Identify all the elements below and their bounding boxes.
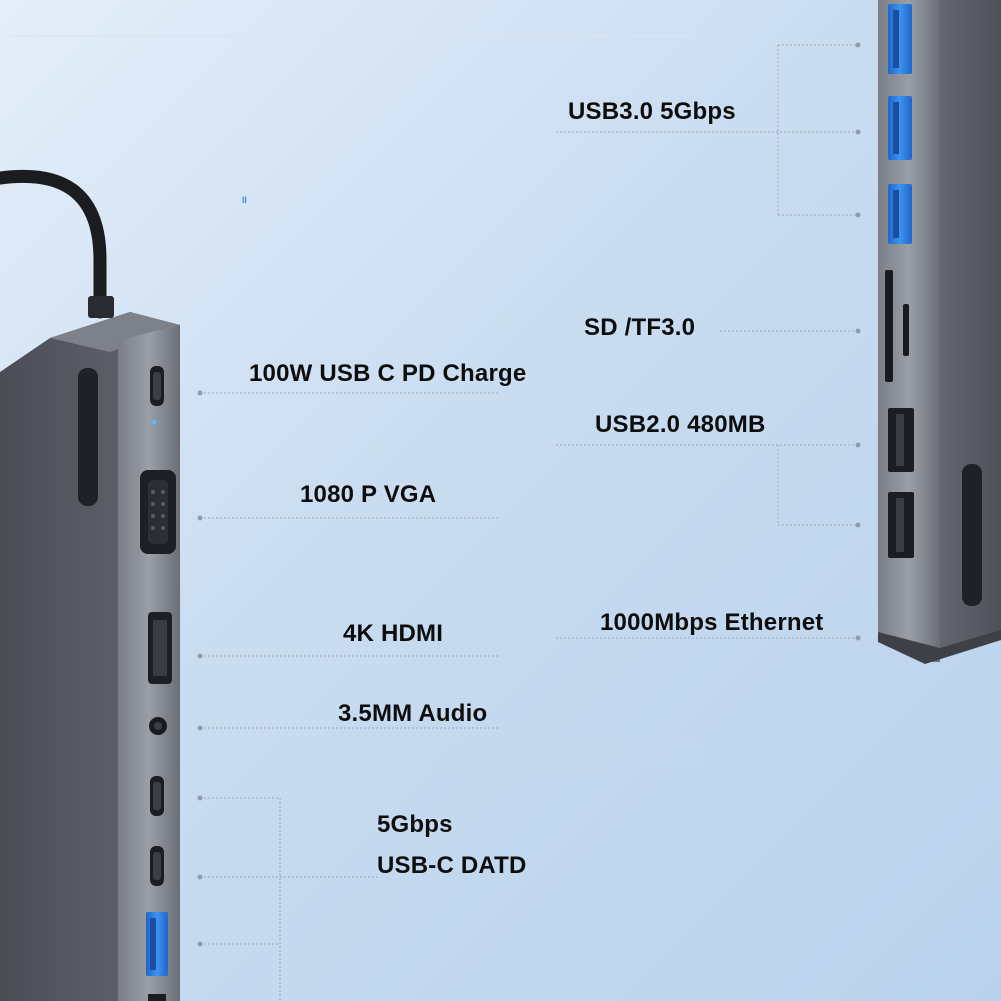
usb3-port-left — [146, 912, 168, 976]
led-indicator — [151, 419, 157, 425]
cable-plug — [88, 296, 114, 318]
usb-c-cable — [0, 169, 107, 319]
usb3-ports — [888, 4, 912, 244]
label-pd-charge: 100W USB C PD Charge — [249, 360, 527, 387]
label-ethernet: 1000Mbps Ethernet — [600, 609, 824, 636]
leader-lines — [200, 44, 858, 1001]
ethernet-slot — [962, 464, 982, 606]
label-usbc-name: USB-C DATD — [377, 852, 527, 879]
label-usb3: USB3.0 5Gbps — [568, 98, 736, 125]
label-hdmi: 4K HDMI — [343, 620, 444, 647]
small-mark: ᴵᴵ — [242, 194, 247, 209]
sd-slot — [885, 270, 893, 382]
label-usb2: USB2.0 480MB — [595, 411, 766, 438]
right-hub — [878, 0, 1001, 664]
label-audio: 3.5MM Audio — [338, 700, 488, 727]
leader-dots — [197, 42, 861, 947]
label-sd: SD /TF3.0 — [584, 314, 696, 341]
tf-slot — [903, 304, 909, 356]
side-vent — [78, 368, 98, 506]
label-usbc-speed: 5Gbps — [377, 811, 453, 838]
left-hub — [0, 169, 180, 1001]
label-vga: 1080 P VGA — [300, 481, 437, 508]
